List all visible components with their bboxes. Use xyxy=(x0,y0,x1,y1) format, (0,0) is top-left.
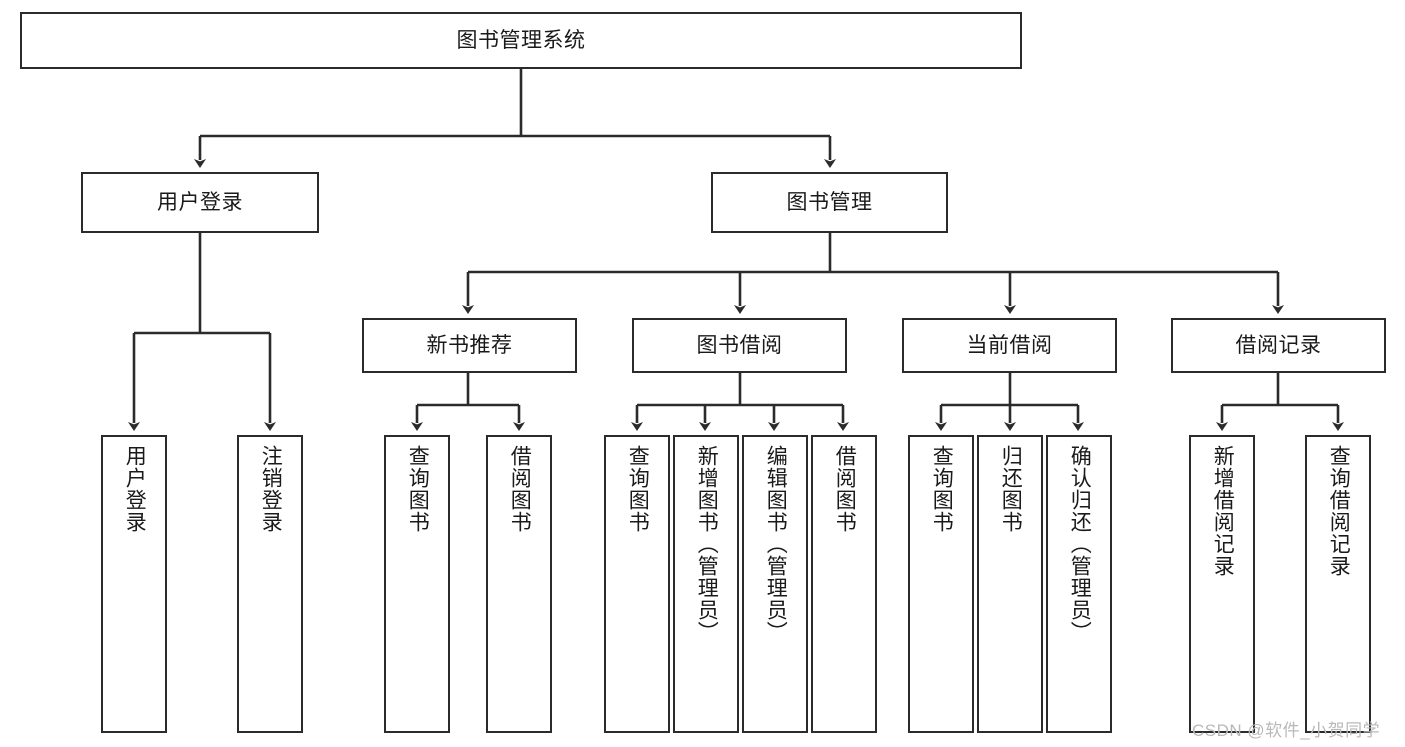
leaf-add-record-label: 新增借阅记录 xyxy=(1211,445,1235,577)
leaf-confirm-return-label: 确认归还（管理员） xyxy=(1068,445,1092,643)
node-book-management[interactable]: 图书管理 xyxy=(711,172,948,233)
leaf-borrow-book-1-label: 借阅图书 xyxy=(508,445,532,533)
leaf-edit-book-label: 编辑图书（管理员） xyxy=(764,445,788,643)
node-new-book-recommend-label: 新书推荐 xyxy=(426,333,513,357)
leaf-user-login-label: 用户登录 xyxy=(123,445,147,533)
node-current-borrow[interactable]: 当前借阅 xyxy=(902,318,1117,373)
leaf-borrow-book-2-label: 借阅图书 xyxy=(833,445,857,533)
edge-newbook-to-leaves xyxy=(411,373,525,431)
node-new-book-recommend[interactable]: 新书推荐 xyxy=(362,318,577,373)
leaf-query-record-label: 查询借阅记录 xyxy=(1327,445,1351,577)
leaf-borrow-book-1[interactable]: 借阅图书 xyxy=(486,435,552,733)
node-book-borrow[interactable]: 图书借阅 xyxy=(632,318,847,373)
node-book-management-label: 图书管理 xyxy=(786,190,873,214)
leaf-query-book-2[interactable]: 查询图书 xyxy=(604,435,670,733)
edge-borrowrecord-to-leaves xyxy=(1216,373,1344,431)
node-user-login-label: 用户登录 xyxy=(157,190,243,214)
leaf-add-record[interactable]: 新增借阅记录 xyxy=(1189,435,1255,733)
edge-bookborrow-to-leaves xyxy=(631,373,849,431)
edge-bookmgmt-to-level3 xyxy=(462,233,1284,314)
node-root[interactable]: 图书管理系统 xyxy=(20,12,1022,69)
leaf-query-record[interactable]: 查询借阅记录 xyxy=(1305,435,1371,733)
node-root-label: 图书管理系统 xyxy=(456,28,586,52)
leaf-add-book-label: 新增图书（管理员） xyxy=(695,445,719,643)
leaf-edit-book[interactable]: 编辑图书（管理员） xyxy=(742,435,808,733)
edge-userlogin-to-leaves xyxy=(128,233,276,431)
leaf-user-login[interactable]: 用户登录 xyxy=(101,435,167,733)
node-book-borrow-label: 图书借阅 xyxy=(696,333,783,357)
leaf-logout-login-label: 注销登录 xyxy=(259,445,283,533)
edge-currentborrow-to-leaves xyxy=(935,373,1084,431)
leaf-return-book[interactable]: 归还图书 xyxy=(977,435,1043,733)
leaf-query-book-3-label: 查询图书 xyxy=(930,445,954,533)
node-borrow-record[interactable]: 借阅记录 xyxy=(1171,318,1386,373)
node-user-login[interactable]: 用户登录 xyxy=(81,172,319,233)
leaf-logout-login[interactable]: 注销登录 xyxy=(237,435,303,733)
node-borrow-record-label: 借阅记录 xyxy=(1235,333,1322,357)
leaf-query-book-1[interactable]: 查询图书 xyxy=(384,435,450,733)
edge-root-to-level2 xyxy=(194,69,836,168)
leaf-return-book-label: 归还图书 xyxy=(999,445,1023,533)
leaf-query-book-3[interactable]: 查询图书 xyxy=(908,435,974,733)
node-current-borrow-label: 当前借阅 xyxy=(966,333,1053,357)
leaf-borrow-book-2[interactable]: 借阅图书 xyxy=(811,435,877,733)
leaf-add-book[interactable]: 新增图书（管理员） xyxy=(673,435,739,733)
leaf-query-book-1-label: 查询图书 xyxy=(406,445,430,533)
leaf-confirm-return[interactable]: 确认归还（管理员） xyxy=(1046,435,1112,733)
leaf-query-book-2-label: 查询图书 xyxy=(626,445,650,533)
